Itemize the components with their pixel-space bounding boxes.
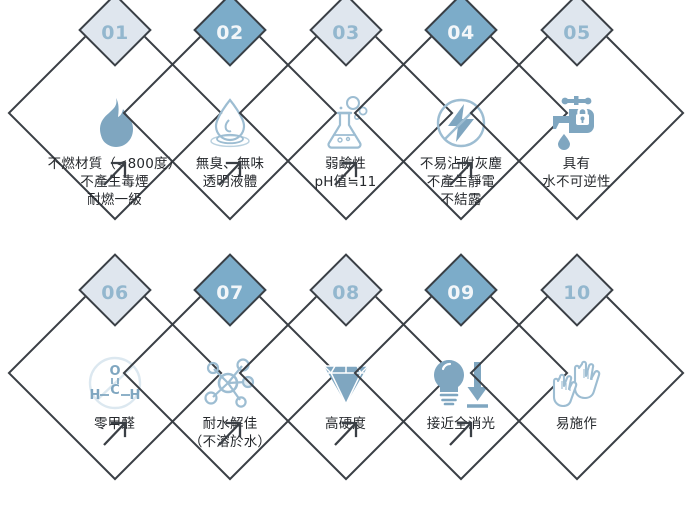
flame-icon-wrap xyxy=(72,94,158,152)
flow-arrow xyxy=(331,158,361,188)
feature-label-07: 耐水解佳 （不溶於水） xyxy=(188,416,272,450)
svg-text:H: H xyxy=(89,388,100,403)
lightbulb-down-arrow-icon xyxy=(434,360,488,408)
work-gloves-icon-wrap xyxy=(534,354,620,412)
svg-text:H: H xyxy=(129,388,140,403)
flow-arrow xyxy=(100,418,130,448)
number-badge-label: 05 xyxy=(562,21,591,44)
feature-cell-10: 10 易施作 xyxy=(462,253,685,488)
svg-text:C: C xyxy=(110,383,120,398)
no-static-electricity-icon-wrap xyxy=(418,94,504,152)
faucet-lock-icon-wrap xyxy=(534,94,620,152)
no-formaldehyde-icon: O C H H xyxy=(88,356,141,410)
gem-icon xyxy=(323,365,368,405)
gem-icon-wrap xyxy=(303,354,389,412)
feature-label-05: 具有 水不可逆性 xyxy=(542,156,611,190)
flask-icon xyxy=(326,96,368,149)
no-static-electricity-icon xyxy=(436,98,486,148)
feature-cell-05: 05 具有 水不可逆性 xyxy=(462,0,685,228)
flow-arrow xyxy=(100,158,130,188)
number-badge-label: 10 xyxy=(562,281,591,304)
flow-arrow xyxy=(215,158,245,188)
water-drop-icon-wrap xyxy=(187,94,273,152)
molecule-icon-wrap xyxy=(187,354,273,412)
work-gloves-icon xyxy=(552,360,600,408)
molecule-icon xyxy=(204,358,255,408)
flow-arrow xyxy=(331,418,361,448)
no-formaldehyde-icon-wrap: O C H H xyxy=(72,354,158,412)
feature-label-10: 易施作 xyxy=(555,416,598,432)
flow-arrow xyxy=(446,418,476,448)
number-badge-10: 10 xyxy=(539,253,614,327)
flame-icon xyxy=(99,98,133,147)
flow-arrow xyxy=(446,158,476,188)
svg-text:O: O xyxy=(109,364,120,379)
number-badge-05: 05 xyxy=(539,0,614,67)
flow-arrow xyxy=(215,418,245,448)
water-drop-icon xyxy=(210,98,250,148)
faucet-lock-icon xyxy=(552,96,594,150)
lightbulb-down-arrow-icon-wrap xyxy=(418,354,504,412)
flask-icon-wrap xyxy=(303,94,389,152)
feature-cell-07: 07 耐水解佳 （不溶於水） xyxy=(115,253,345,488)
